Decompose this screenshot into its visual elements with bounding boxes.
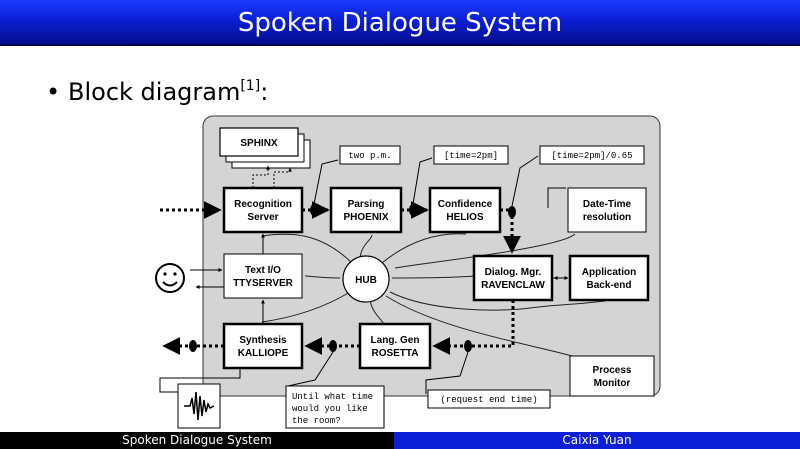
parsing-label-1: Parsing bbox=[348, 199, 385, 210]
callout-time-conf-text: [time=2pm]/0.65 bbox=[551, 151, 632, 161]
citation-ref: [1] bbox=[240, 78, 261, 94]
callout-time-2pm-text: [time=2pm] bbox=[444, 151, 498, 161]
recognition-label-1: Recognition bbox=[234, 199, 292, 210]
solid-connectors bbox=[159, 187, 569, 393]
title-bar bbox=[0, 0, 800, 46]
datetime-label-2: resolution bbox=[583, 212, 631, 223]
callout-time-conf: [time=2pm]/0.65 bbox=[539, 145, 645, 165]
synthesis-box: Synthesis KALLIOPE bbox=[222, 322, 304, 370]
callout-request-text: (request end time) bbox=[440, 395, 537, 405]
textio-box: Text I/O TTYSERVER bbox=[223, 253, 303, 299]
sphinx-links bbox=[252, 165, 292, 188]
callout-until: Until what time would you like the room? bbox=[285, 385, 385, 429]
callout-two-pm-text: two p.m. bbox=[348, 151, 391, 161]
callout-until-text-2: would you like bbox=[292, 404, 368, 414]
callout-request: (request end time) bbox=[427, 389, 551, 409]
parsing-label-2: PHOENIX bbox=[343, 212, 388, 223]
textio-label-2: TTYSERVER bbox=[233, 278, 294, 289]
callout-time-2pm: [time=2pm] bbox=[433, 145, 509, 165]
bullet-item: •Block diagram[1]: bbox=[46, 78, 268, 112]
textio-label-1: Text I/O bbox=[245, 265, 281, 276]
application-label-1: Application bbox=[582, 267, 636, 278]
langgen-box: Lang. Gen ROSETTA bbox=[358, 322, 432, 370]
hub-node: HUB bbox=[342, 255, 390, 303]
datetime-box: Date-Time resolution bbox=[567, 187, 647, 233]
slide-title: Spoken Dialogue System bbox=[237, 8, 563, 38]
callout-leaders bbox=[287, 155, 539, 394]
langgen-label-1: Lang. Gen bbox=[371, 335, 420, 346]
dialog-label-1: Dialog. Mgr. bbox=[485, 267, 542, 278]
confidence-label-2: HELIOS bbox=[446, 212, 484, 223]
recognition-server-box: Recognition Server bbox=[222, 186, 304, 234]
sphinx-stack: SPHINX bbox=[219, 127, 311, 169]
langgen-label-2: ROSETTA bbox=[371, 348, 418, 359]
dialog-label-2: RAVENCLAW bbox=[481, 280, 545, 291]
bullet-text: Block diagram bbox=[68, 78, 241, 106]
callout-until-text-1: Until what time bbox=[292, 392, 373, 402]
process-monitor-box: Process Monitor bbox=[569, 355, 655, 397]
footer: Spoken Dialogue System Caixia Yuan bbox=[0, 432, 800, 449]
dialog-manager-box: Dialog. Mgr. RAVENCLAW bbox=[472, 254, 554, 302]
bullet-suffix: : bbox=[260, 78, 269, 106]
sphinx-label: SPHINX bbox=[240, 138, 278, 149]
datetime-label-1: Date-Time bbox=[583, 199, 632, 210]
footer-right: Caixia Yuan bbox=[394, 432, 800, 449]
application-box: Application Back-end bbox=[568, 254, 650, 302]
hub-label: HUB bbox=[355, 275, 377, 286]
footer-left: Spoken Dialogue System bbox=[0, 432, 394, 449]
callout-two-pm: two p.m. bbox=[339, 145, 401, 165]
synthesis-label-1: Synthesis bbox=[239, 335, 287, 346]
confidence-label-1: Confidence bbox=[438, 199, 493, 210]
confidence-box: Confidence HELIOS bbox=[428, 186, 502, 234]
waveform-icon bbox=[177, 383, 221, 429]
synthesis-label-2: KALLIOPE bbox=[238, 348, 289, 359]
callout-until-text-3: the room? bbox=[292, 416, 341, 426]
block-diagram: SPHINX Recognition Server Parsing PHOENI… bbox=[155, 115, 661, 429]
recognition-label-2: Server bbox=[247, 212, 278, 223]
monitor-label-1: Process bbox=[593, 365, 632, 376]
smiley-user-icon bbox=[155, 263, 185, 293]
application-label-2: Back-end bbox=[586, 280, 631, 291]
monitor-label-2: Monitor bbox=[594, 378, 631, 389]
hub-connections bbox=[261, 233, 611, 357]
parsing-box: Parsing PHOENIX bbox=[329, 186, 403, 234]
bullet-dot-icon: • bbox=[46, 78, 61, 106]
flow-beads bbox=[189, 204, 516, 352]
